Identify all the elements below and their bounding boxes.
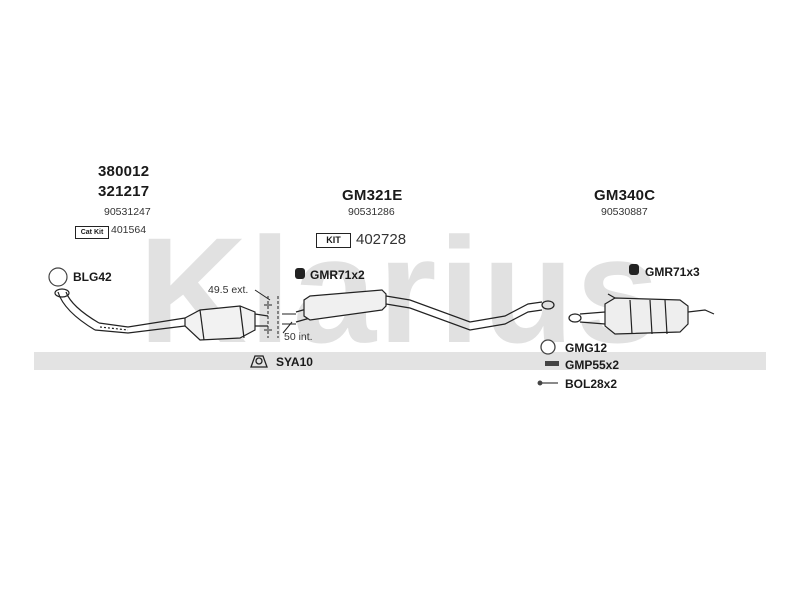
bolt-icon (537, 380, 558, 386)
pad-icon (545, 361, 559, 366)
gasket-label: GMG12 (565, 341, 608, 355)
watermark-text: Klarius (139, 206, 662, 374)
ring-label: BLG42 (73, 270, 112, 284)
joint-dimension (254, 289, 296, 338)
pad-label: GMP55x2 (565, 358, 620, 372)
rubber-mount-icon (295, 264, 639, 279)
ring-icon (48, 267, 68, 287)
part-code-380012: 380012 (98, 163, 150, 180)
clamp-label: SYA10 (276, 355, 313, 369)
part-code-321217: 321217 (98, 183, 150, 200)
gasket-icon (540, 339, 556, 355)
dimension-ext-label: 49.5 ext. (208, 284, 249, 296)
catkit-badge: Cat Kit (75, 226, 109, 239)
catalytic-converter (184, 305, 269, 341)
front-pipe (54, 288, 186, 334)
oe-number-left: 90531247 (104, 206, 151, 218)
clamp-icon (250, 355, 268, 368)
oe-number-mid: 90531286 (348, 206, 395, 218)
dimension-int-label: 50 int. (284, 331, 313, 343)
part-code-gm340c: GM340C (594, 187, 656, 204)
rubber-mount-label-right: GMR71x3 (645, 265, 700, 279)
part-code-gm321e: GM321E (342, 187, 403, 204)
centre-silencer (295, 289, 555, 331)
kit-number: 402728 (356, 231, 407, 248)
kit-badge: KIT (316, 233, 351, 248)
rubber-mount-label-mid: GMR71x2 (310, 268, 365, 282)
catkit-number: 401564 (111, 224, 147, 236)
rear-silencer (568, 293, 715, 335)
bolt-label: BOL28x2 (565, 377, 618, 391)
oe-number-right: 90530887 (601, 206, 648, 218)
